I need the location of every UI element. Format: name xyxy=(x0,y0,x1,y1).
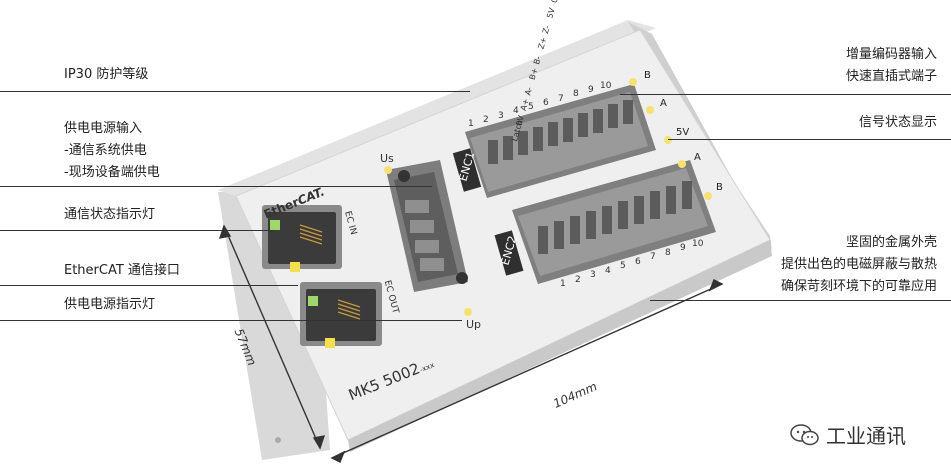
enc2-led-b: B xyxy=(716,182,723,193)
enc1-led-a: A xyxy=(660,98,667,109)
us-label: Us xyxy=(380,152,394,165)
line-ip30 xyxy=(0,91,470,92)
line-power-input xyxy=(0,186,432,187)
line-housing xyxy=(650,300,951,301)
enc1-terminal xyxy=(452,84,656,198)
enc2-pin-5: 5 xyxy=(620,261,626,271)
enc2-pin-8: 8 xyxy=(665,248,671,258)
label-encoder-input-2: 快速直插式端子 xyxy=(845,69,937,84)
enc2-pin-3: 3 xyxy=(590,270,596,280)
enc2-terminal xyxy=(494,160,716,284)
watermark-text: 工业通讯 xyxy=(826,424,906,448)
label-housing-3: 确保苛刻环境下的可靠应用 xyxy=(780,279,937,294)
label-comm-led: 通信状态指示灯 xyxy=(64,207,156,222)
label-ip30: IP30 防护等级 xyxy=(64,67,149,82)
enc2-pin-9: 9 xyxy=(680,243,686,253)
line-encoder-input xyxy=(620,94,951,95)
enc2-pin-6: 6 xyxy=(635,257,641,267)
enc1-pin-7: 7 xyxy=(558,94,564,104)
enc2-pin-2: 2 xyxy=(575,275,581,285)
label-housing-2: 提供出色的电磁屏蔽与散热 xyxy=(780,257,937,272)
wechat-icon xyxy=(790,423,820,446)
enc2-pin-1: 1 xyxy=(560,279,566,289)
dimension-lines xyxy=(218,224,724,463)
enc2-pin-7: 7 xyxy=(650,252,656,262)
label-power-input-line2: -现场设备端供电 xyxy=(64,165,160,180)
mounting-hole xyxy=(275,437,281,443)
housing-bottom xyxy=(348,240,772,452)
enc1-pin-2: 2 xyxy=(483,115,489,125)
enc1-pin-5: 5 xyxy=(528,102,534,112)
line-comm-led xyxy=(0,230,274,231)
line-ethercat-port xyxy=(0,285,298,286)
label-encoder-input-1: 增量编码器输入 xyxy=(845,47,937,62)
enc1-pin-6: 6 xyxy=(543,98,549,108)
enc2-pin-4: 4 xyxy=(605,266,611,276)
label-power-input-line1: -通信系统供电 xyxy=(64,143,147,158)
enc2-led-a: A xyxy=(694,152,701,163)
enc1-pin-9: 9 xyxy=(588,85,594,95)
status-leds xyxy=(384,78,712,316)
label-housing-1: 坚固的金属外壳 xyxy=(845,235,937,250)
enc2-pin-10: 10 xyxy=(692,239,704,249)
up-label: Up xyxy=(466,318,482,331)
ec-out-port xyxy=(300,282,382,348)
power-connector xyxy=(386,160,468,292)
enc1-pin-3: 3 xyxy=(498,111,504,121)
watermark: 工业通讯 xyxy=(790,420,906,449)
label-power-input-title: 供电电源输入 xyxy=(64,121,143,136)
enc1-pin-1: 1 xyxy=(468,119,474,129)
line-signal-status xyxy=(668,139,951,140)
housing-top xyxy=(218,20,656,198)
enc1-led-5v: 5V xyxy=(676,127,690,138)
label-power-led: 供电电源指示灯 xyxy=(64,297,156,312)
enc1-pin-8: 8 xyxy=(573,89,579,99)
enc1-pin-10: 10 xyxy=(600,81,612,91)
enc1-pin-4: 4 xyxy=(513,106,519,116)
line-power-led xyxy=(0,320,462,321)
enc1-led-b: B xyxy=(644,70,651,81)
ec-in-port xyxy=(262,205,342,272)
label-ethercat-port: EtherCAT 通信接口 xyxy=(64,263,180,278)
label-signal-status: 信号状态显示 xyxy=(858,115,937,130)
